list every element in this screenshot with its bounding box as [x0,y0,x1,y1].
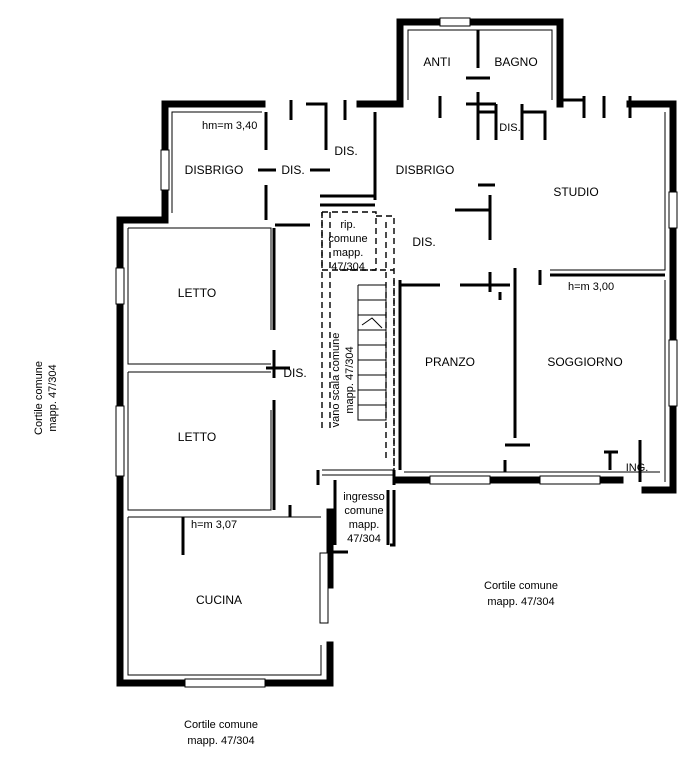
vano-scala-line-1: vano scala comune [330,333,342,428]
label-ing: ING. [626,462,649,474]
courtyard-left-line-1: Cortile comune [33,361,45,435]
label-disbrigo-right: DISBRIGO [396,163,455,177]
rip-line-3: mapp. [333,247,364,259]
courtyard-labels: Cortile comune mapp. 47/304 Cortile comu… [33,361,558,747]
label-bagno: BAGNO [494,55,537,69]
courtyard-bottom-line-1: Cortile comune [184,719,258,731]
common-area-labels: rip. comune mapp. 47/304 vano scala comu… [328,219,384,545]
height-labels: hm=m 3,40 h=m 3,00 h=m 3,07 [191,120,614,531]
ingresso-line-4: 47/304 [347,533,381,545]
height-studio: h=m 3,00 [568,281,614,293]
ingresso-line-3: mapp. [349,519,380,531]
label-dis-top: DIS. [334,144,357,158]
right-wing-walls [392,100,678,494]
height-cucina: h=m 3,07 [191,519,237,531]
rip-line-2: comune [328,233,367,245]
left-wing-walls [115,216,334,688]
room-labels: ANTI BAGNO DIS. STUDIO DISBRIGO DISBRIGO… [178,55,649,607]
courtyard-bottom-line-2: mapp. 47/304 [187,735,254,747]
label-dis-center: DIS. [412,235,435,249]
courtyard-right-line-1: Cortile comune [484,580,558,592]
label-anti: ANTI [423,55,450,69]
label-cucina: CUCINA [196,593,242,607]
height-disbrigo: hm=m 3,40 [202,120,257,132]
label-disbrigo-left: DISBRIGO [185,163,244,177]
rip-line-1: rip. [340,219,355,231]
label-dis-corridor: DIS. [281,163,304,177]
ingresso-line-1: ingresso [343,491,385,503]
ingresso-line-2: comune [344,505,383,517]
label-letto-2: LETTO [178,430,216,444]
courtyard-left-line-2: mapp. 47/304 [47,364,59,431]
label-letto-1: LETTO [178,286,216,300]
bathroom-walls [396,17,632,140]
label-studio: STUDIO [553,185,598,199]
common-area-walls [316,211,396,554]
rip-line-4: 47/304 [331,261,365,273]
vano-scala-line-2: mapp. 47/304 [344,346,356,413]
label-dis-bedrooms: DIS. [283,366,306,380]
label-pranzo: PRANZO [425,355,475,369]
label-dis-bagno: DIS. [499,122,520,134]
label-soggiorno: SOGGIORNO [547,355,622,369]
courtyard-right-line-2: mapp. 47/304 [487,596,554,608]
disbrigo-walls [160,100,404,227]
